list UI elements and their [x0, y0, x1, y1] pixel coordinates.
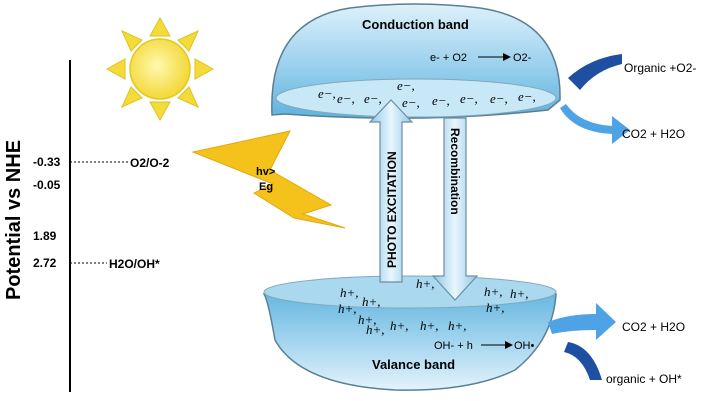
conduction-band-title: Conduction band: [362, 17, 469, 32]
couple-label-4: H2O/OH*: [109, 257, 160, 271]
valence-band: [262, 275, 557, 391]
valence-band-title: Valance band: [372, 357, 455, 372]
electron-label: e−,: [402, 95, 420, 110]
bottom-curved-arrows: [548, 303, 616, 380]
top-curved-arrows: [560, 54, 630, 144]
hole-label: h+,: [366, 322, 385, 337]
electron-labels: e−, e−, e−, e−, e−, e−, e−, e−, e−,: [318, 78, 536, 110]
electron-label: e−,: [518, 89, 536, 104]
axis-label: Potential vs NHE: [3, 140, 25, 300]
conduction-band: [271, 3, 561, 119]
recombination-label: Recombination: [448, 128, 462, 215]
hole-label: h+,: [448, 318, 467, 333]
lightning-label-1: hv>: [256, 166, 275, 178]
curve-dark-bottom: [564, 342, 602, 380]
label-products-top: CO2 + H2O: [622, 127, 685, 141]
electron-label: e−,: [397, 78, 415, 93]
hole-label: h+,: [340, 285, 359, 300]
electron-label: e−,: [318, 86, 336, 101]
hole-label: h+,: [358, 312, 377, 327]
hole-label: h+,: [338, 301, 357, 316]
recombination-arrow: [431, 117, 479, 301]
couple-label-1: O2/O-2: [130, 156, 170, 170]
hole-label: h+,: [390, 318, 409, 333]
vb-reaction-right: OH•: [514, 340, 535, 352]
hole-label: h+,: [510, 286, 529, 301]
electron-label: e−,: [432, 93, 450, 108]
cb-reaction-right: O2-: [513, 52, 532, 64]
hole-label: h+,: [416, 276, 435, 291]
photo-excitation-label: PHOTO EXCITATION: [385, 151, 399, 268]
label-products-bottom: CO2 + H2O: [622, 320, 685, 334]
hole-labels: h+, h+, h+, h+, h+, h+, h+, h+, h+, h+, …: [338, 276, 529, 337]
tick-value-2: -0.05: [33, 178, 61, 192]
sun-icon: [105, 16, 215, 122]
electron-label: e−,: [364, 91, 382, 106]
photo-excitation-arrow: [368, 99, 414, 283]
electron-label: e−,: [460, 91, 478, 106]
label-organic-o2: Organic +O2-: [624, 61, 696, 75]
hole-label: h+,: [362, 294, 381, 309]
curve-light-top: [560, 104, 630, 144]
lightning-bolt-icon: hv> Eg: [191, 130, 346, 229]
tick-value-1: -0.33: [33, 155, 61, 169]
curve-dark-top: [568, 54, 622, 90]
curve-light-bottom: [548, 303, 616, 340]
cb-reaction-left: e- + O2: [430, 52, 467, 64]
hole-label: h+,: [484, 284, 503, 299]
hole-label: h+,: [420, 318, 439, 333]
electron-label: e−,: [337, 91, 355, 106]
label-organic-oh: organic + OH*: [606, 372, 682, 386]
hole-label: h+,: [486, 300, 505, 315]
lightning-label-2: Eg: [259, 181, 273, 193]
tick-value-4: 2.72: [33, 256, 57, 270]
electron-label: e−,: [490, 91, 508, 106]
tick-value-3: 1.89: [33, 229, 57, 243]
vb-reaction-left: OH- + h: [434, 340, 473, 352]
